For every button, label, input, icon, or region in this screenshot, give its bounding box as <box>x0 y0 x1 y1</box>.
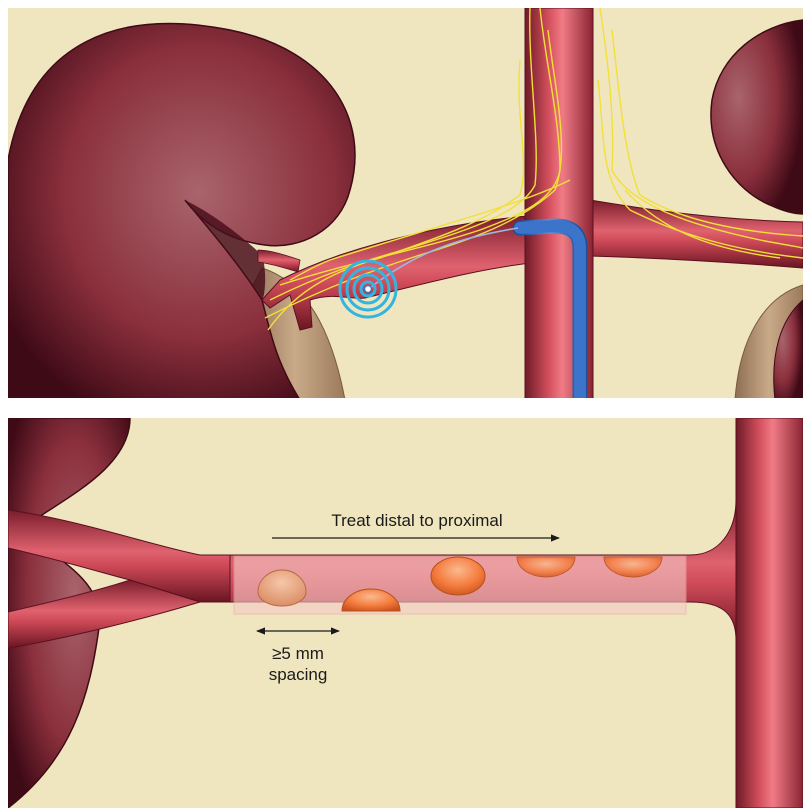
electrode-tip <box>365 286 372 293</box>
bottom-panel: Treat distal to proximal ≥5 mm spacing <box>8 418 803 808</box>
lesion-3 <box>431 557 485 595</box>
bottom-aorta <box>736 418 803 808</box>
spacing-value: ≥5 mm <box>272 644 324 663</box>
top-panel <box>8 8 803 400</box>
spacing-label: spacing <box>269 665 328 684</box>
treatment-direction-label: Treat distal to proximal <box>331 511 502 530</box>
panel-separator <box>0 398 803 418</box>
